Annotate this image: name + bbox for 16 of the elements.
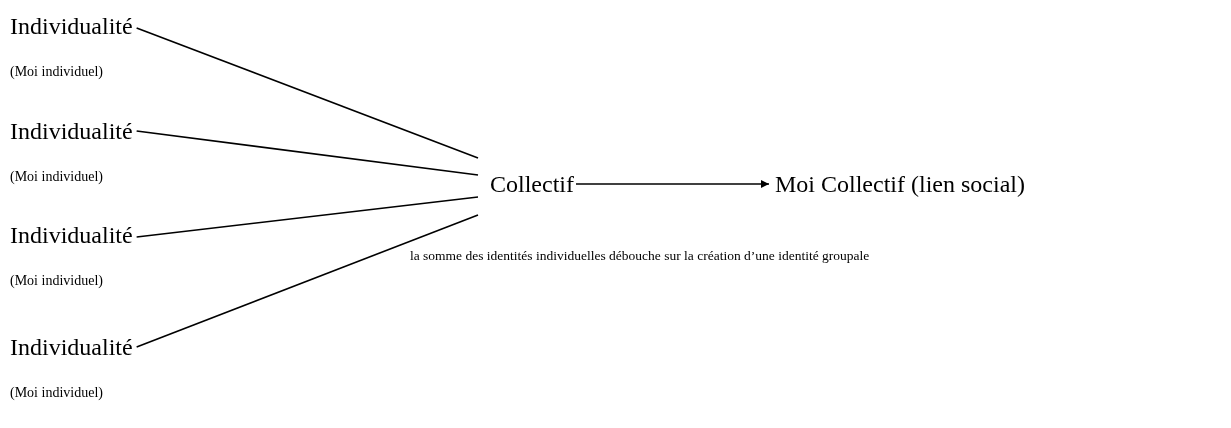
node-sublabel: (Moi individuel) — [10, 272, 104, 290]
node-label: Individualité — [10, 12, 133, 40]
connector-line — [135, 214, 479, 348]
node-label: Individualité — [10, 221, 133, 249]
node-label: Individualité — [10, 333, 133, 361]
connector-line — [135, 196, 479, 238]
connector-line — [135, 27, 479, 159]
connector-line — [135, 130, 479, 176]
node-sublabel: (Moi individuel) — [10, 63, 104, 81]
node-sublabel: (Moi individuel) — [10, 384, 104, 402]
node-sublabel: (Moi individuel) — [10, 168, 104, 186]
node-label: Individualité — [10, 117, 133, 145]
arrow — [575, 180, 770, 188]
node-label: Moi Collectif (lien social) — [775, 170, 1025, 198]
caption: la somme des identités individuelles débouche sur la création d’une identité groupale — [410, 248, 870, 264]
node-label: Collectif — [490, 170, 574, 198]
